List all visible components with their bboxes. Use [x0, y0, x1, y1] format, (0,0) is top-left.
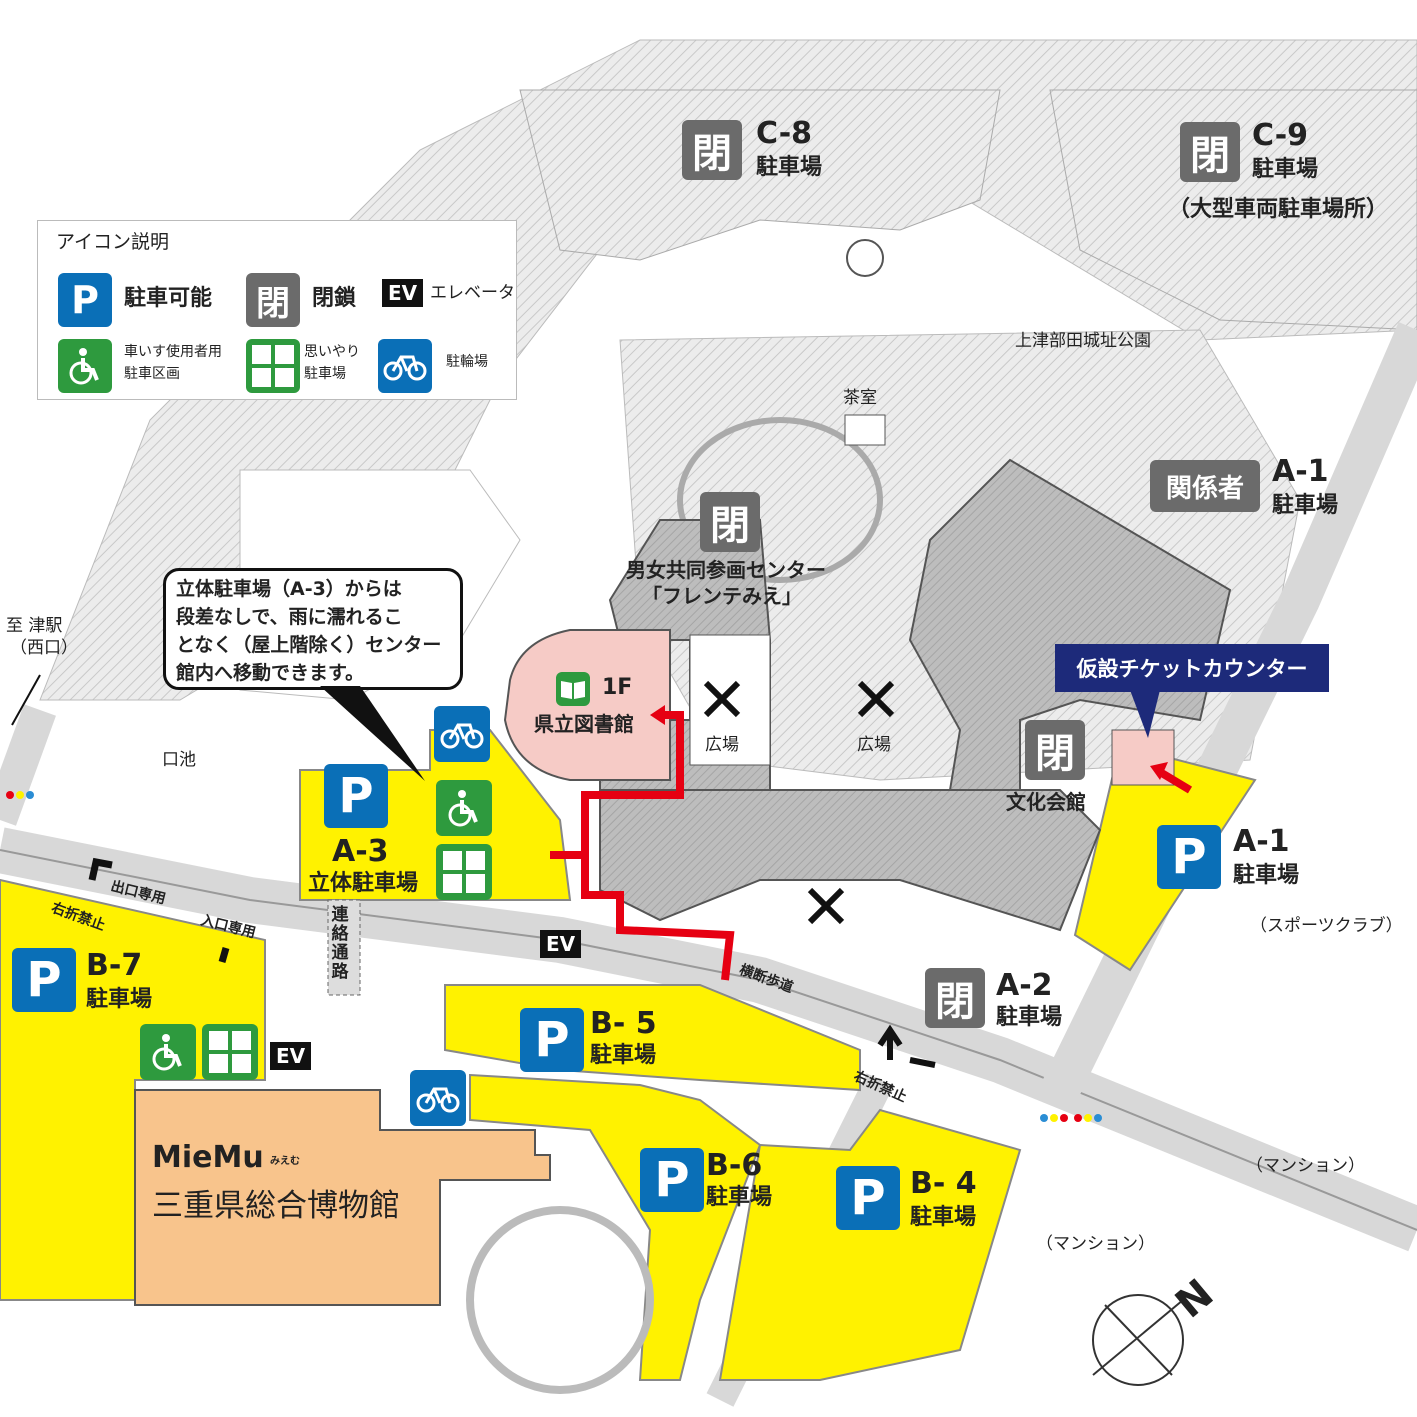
parking-icon: P [640, 1148, 704, 1212]
consideration-parking-icon [436, 844, 492, 900]
b4-name: 駐車場 [910, 1205, 977, 1230]
center-name: 男女共同参画センター [626, 558, 826, 582]
station-label: 至 津駅 [6, 616, 63, 636]
notice-line-3: となく（屋上階除く）センター [176, 634, 442, 656]
closed-icon: 閉 [1025, 720, 1085, 780]
b6-code: B-6 [706, 1148, 763, 1183]
mansion-label-2: （マンション） [1036, 1234, 1155, 1254]
passage-label: 連絡通路 [331, 905, 349, 982]
legend-consideration-label-2: 駐車場 [304, 366, 346, 382]
parking-icon: P [58, 273, 112, 327]
notice-line-1: 立体駐車場（A-3）からは [176, 578, 402, 600]
parking-icon: P [520, 1008, 584, 1072]
consideration-parking-icon [246, 339, 300, 393]
ticket-counter-label: 仮設チケットカウンター [1055, 644, 1329, 692]
parking-icon: P [12, 948, 76, 1012]
closed-icon: 閉 [1180, 122, 1240, 182]
wheelchair-icon [436, 780, 492, 836]
legend-closed-label: 閉鎖 [312, 286, 357, 311]
closed-icon: 閉 [700, 492, 760, 552]
station-exit-label: （西口） [10, 638, 78, 658]
a1-name: 駐車場 [1233, 863, 1300, 888]
b5-code: B- 5 [590, 1006, 657, 1041]
b5-name: 駐車場 [590, 1043, 657, 1068]
bicycle-icon [434, 706, 490, 762]
notice-bubble: 立体駐車場（A-3）からは 段差なしで、雨に濡れるこ となく（屋上階除く）センタ… [163, 568, 463, 690]
bicycle-icon [410, 1070, 466, 1126]
legend-bicycle-label: 駐輪場 [446, 354, 488, 370]
b7-name: 駐車場 [86, 987, 153, 1012]
sports-club-label: （スポーツクラブ） [1250, 916, 1403, 936]
pond-label: 口池 [162, 750, 196, 770]
plaza-label-1: 広場 [705, 735, 739, 755]
legend-title: アイコン説明 [56, 231, 170, 253]
bicycle-icon [378, 339, 432, 393]
elevator-icon: EV [382, 279, 424, 307]
elevator-icon: EV [540, 930, 582, 958]
c9-code: C-9 [1252, 118, 1309, 153]
legend-ev-label: エレベータ [430, 283, 515, 303]
notice-line-2: 段差なしで、雨に濡れるこ [176, 606, 403, 628]
a2-name: 駐車場 [996, 1005, 1063, 1030]
c9-name: 駐車場 [1252, 157, 1319, 182]
parking-icon: P [324, 764, 388, 828]
wheelchair-icon [140, 1024, 196, 1080]
legend-parking-label: 駐車可能 [124, 286, 213, 311]
library-floor: 1F [602, 675, 633, 700]
a1-staff-code: A-1 [1272, 454, 1329, 489]
closed-icon: 閉 [682, 120, 742, 180]
legend-wheelchair-label-2: 駐車区画 [124, 366, 180, 382]
legend-consideration-label-1: 思いやり [304, 344, 360, 360]
mansion-label-1: （マンション） [1246, 1156, 1365, 1176]
plaza-label-2: 広場 [857, 735, 891, 755]
library-label: 県立図書館 [534, 712, 634, 736]
a1-staff-name: 駐車場 [1272, 493, 1339, 518]
b6-name: 駐車場 [706, 1185, 773, 1210]
museum-name: 三重県総合博物館 [152, 1188, 400, 1224]
book-icon [556, 672, 590, 706]
c8-name: 駐車場 [756, 155, 823, 180]
icon-legend: アイコン説明 P 駐車可能 閉 閉鎖 EV エレベータ 車いす使用者用 駐車区画… [37, 220, 517, 400]
legend-wheelchair-label-1: 車いす使用者用 [124, 344, 222, 360]
a3-code: A-3 [332, 834, 389, 869]
a2-code: A-2 [996, 968, 1053, 1003]
b4-code: B- 4 [910, 1166, 977, 1201]
closed-icon: 閉 [925, 968, 985, 1028]
park-label: 上津部田城址公園 [1015, 331, 1151, 351]
parking-icon: P [836, 1166, 900, 1230]
center-nickname: 「フレンテみえ」 [642, 584, 802, 608]
a3-name: 立体駐車場 [308, 871, 419, 896]
b7-code: B-7 [86, 948, 143, 983]
consideration-parking-icon [202, 1024, 258, 1080]
c8-code: C-8 [756, 116, 813, 151]
closed-icon: 閉 [246, 273, 300, 327]
c9-note: （大型車両駐車場所） [1168, 197, 1389, 222]
a1-code: A-1 [1233, 824, 1290, 859]
staff-only-badge: 関係者 [1150, 460, 1260, 512]
museum-logo: MieMu [152, 1140, 264, 1175]
ticket-pointer [1130, 690, 1160, 738]
tea-room-label: 茶室 [843, 388, 877, 408]
notice-line-4: 館内へ移動できます。 [176, 662, 365, 684]
elevator-icon: EV [270, 1042, 312, 1070]
notice-pointer [320, 686, 425, 781]
wheelchair-icon [58, 339, 112, 393]
culture-hall-label: 文化会館 [1006, 790, 1086, 814]
museum-kana: みえむ [270, 1156, 300, 1167]
parking-icon: P [1157, 825, 1221, 889]
